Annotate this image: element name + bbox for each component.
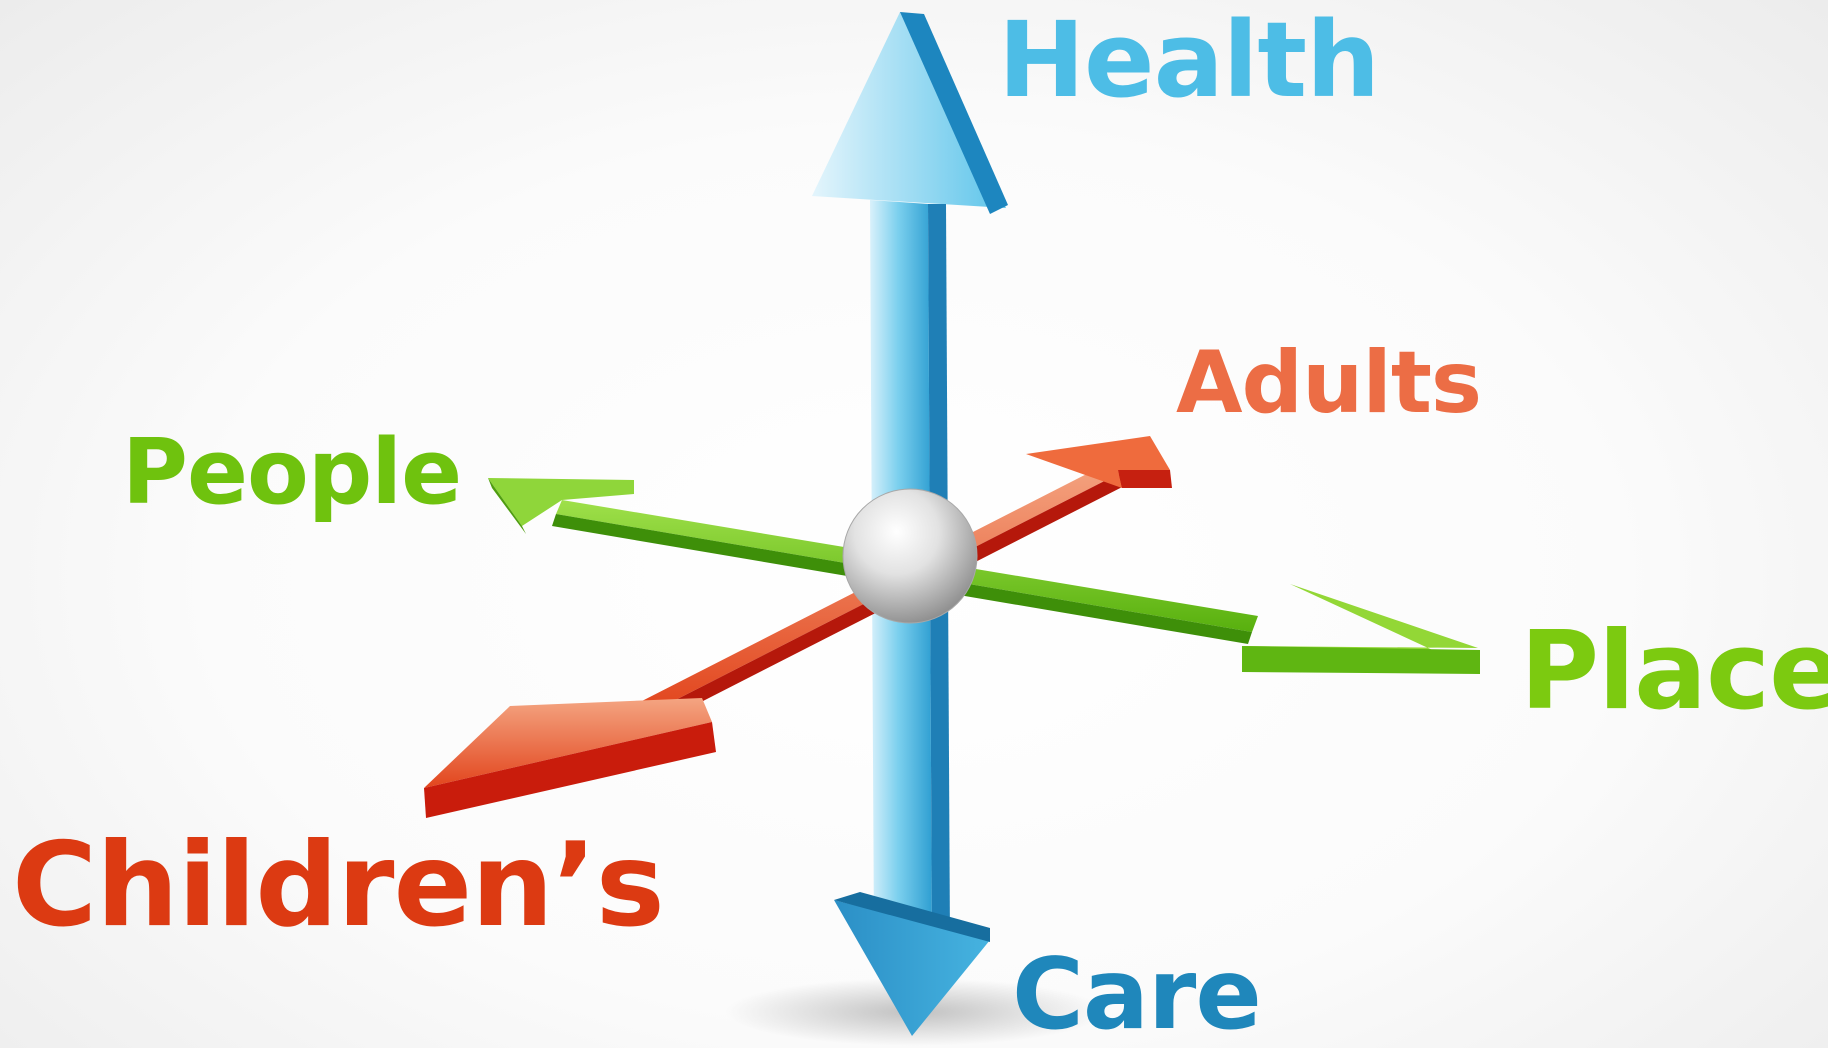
health-arrowhead-side	[900, 12, 1008, 214]
childrens-label: Children’s	[12, 818, 665, 953]
care-arrowhead	[834, 900, 990, 1036]
adults-label: Adults	[1176, 333, 1482, 433]
childrens-arrowhead	[424, 698, 712, 788]
childrens-arrowhead-side	[424, 722, 716, 818]
people-place-axis	[488, 478, 1480, 674]
center-sphere	[842, 488, 978, 624]
place-arrowhead-side	[1242, 646, 1480, 674]
care-label: Care	[1012, 938, 1262, 1052]
health-arrowhead	[812, 12, 1006, 208]
health-label: Health	[998, 0, 1380, 121]
people-label: People	[122, 420, 462, 525]
adults-arrowhead-side	[1118, 470, 1172, 488]
people-arrowhead	[488, 478, 634, 526]
adults-arrowhead	[1026, 436, 1170, 488]
care-arrowhead-side	[834, 892, 990, 942]
place-label: Place	[1520, 609, 1828, 734]
people-arrowhead-side	[488, 478, 526, 534]
